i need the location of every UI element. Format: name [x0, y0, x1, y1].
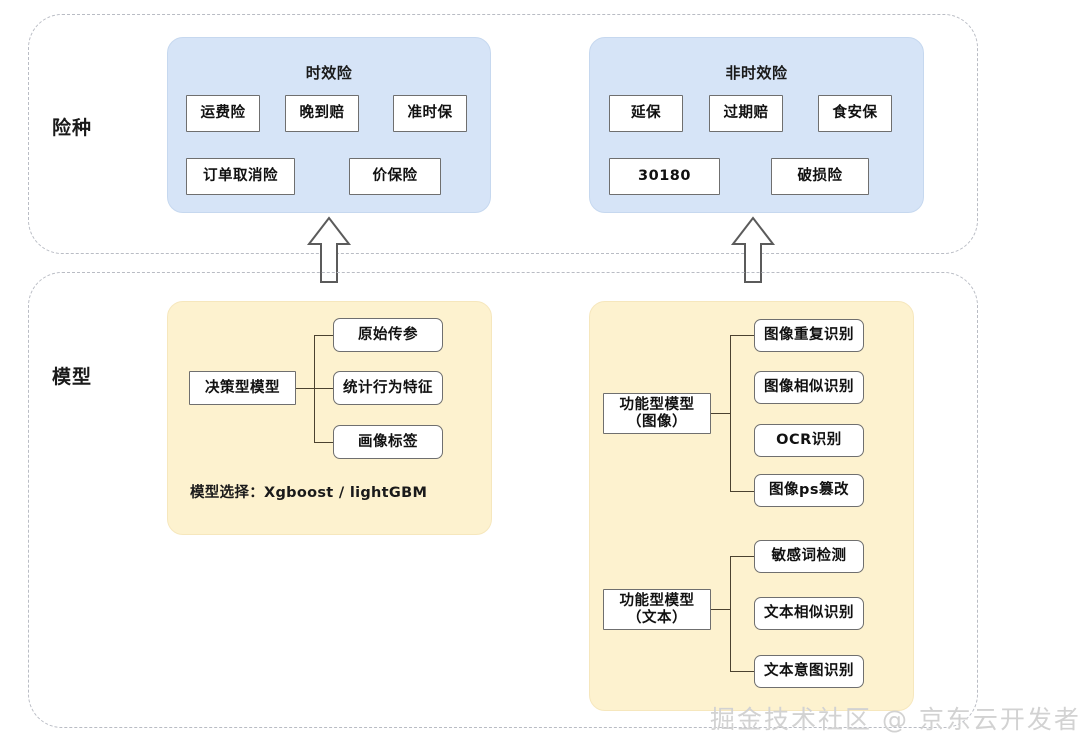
insurance-item-30180[interactable]: 30180 [609, 158, 720, 195]
insurance-item-yunfeixian[interactable]: 运费险 [186, 95, 260, 132]
insurance-item-yanbao[interactable]: 延保 [609, 95, 683, 132]
decision-bracket-branch-0 [314, 335, 333, 336]
arrow-up-left [306, 216, 352, 283]
decision-child-profile-tags[interactable]: 画像标签 [333, 425, 443, 459]
insurance-item-shianbao[interactable]: 食安保 [818, 95, 892, 132]
arrow-up-right [730, 216, 776, 283]
insurance-item-wandaopei[interactable]: 晚到赔 [285, 95, 359, 132]
text-bracket-branch-2 [730, 671, 754, 672]
image-bracket-stem [711, 413, 730, 414]
insurance-item-guoqipei[interactable]: 过期赔 [709, 95, 783, 132]
panel-functional-model [589, 301, 914, 711]
image-bracket-spine [730, 335, 731, 491]
watermark-text: 掘金技术社区 @ 京东云开发者 [710, 705, 1080, 734]
decision-model-note: 模型选择：Xgboost / lightGBM [190, 485, 428, 501]
insurance-item-posunxian[interactable]: 破损险 [771, 158, 869, 195]
functional-image-model-root[interactable]: 功能型模型 （图像） [603, 393, 711, 434]
lane-label-insurance: 险种 [52, 117, 93, 139]
image-bracket-branch-3 [730, 491, 754, 492]
decision-child-raw-params[interactable]: 原始传参 [333, 318, 443, 352]
text-child-sensitive-word[interactable]: 敏感词检测 [754, 540, 864, 573]
decision-bracket-branch-1 [314, 388, 333, 389]
image-child-similarity-detect[interactable]: 图像相似识别 [754, 371, 864, 404]
insurance-item-dingdanquxiaoxian[interactable]: 订单取消险 [186, 158, 295, 195]
functional-text-model-root-line2: （文本） [627, 609, 687, 626]
text-bracket-stem [711, 609, 730, 610]
text-bracket-branch-0 [730, 556, 754, 557]
functional-text-model-root-line1: 功能型模型 [619, 592, 695, 609]
image-child-ps-tamper[interactable]: 图像ps篡改 [754, 474, 864, 507]
decision-model-root[interactable]: 决策型模型 [189, 371, 296, 405]
decision-bracket-branch-2 [314, 442, 333, 443]
lane-label-model: 模型 [52, 366, 93, 388]
lane-model [28, 272, 978, 728]
lane-insurance [28, 14, 978, 254]
functional-image-model-root-line2: （图像） [627, 413, 687, 430]
decision-bracket-stem [296, 388, 314, 389]
insurance-item-zhunshibao[interactable]: 准时保 [393, 95, 467, 132]
text-bracket-spine [730, 556, 731, 671]
image-child-duplicate-detect[interactable]: 图像重复识别 [754, 319, 864, 352]
panel-title-timely: 时效险 [305, 64, 353, 82]
image-bracket-branch-0 [730, 335, 754, 336]
text-child-intent-detect[interactable]: 文本意图识别 [754, 655, 864, 688]
insurance-item-jiabaoxian[interactable]: 价保险 [349, 158, 441, 195]
functional-text-model-root[interactable]: 功能型模型 （文本） [603, 589, 711, 630]
image-child-ocr[interactable]: OCR识别 [754, 424, 864, 457]
functional-image-model-root-line1: 功能型模型 [619, 396, 695, 413]
decision-child-behavior-features[interactable]: 统计行为特征 [333, 371, 443, 405]
text-child-similarity-detect[interactable]: 文本相似识别 [754, 597, 864, 630]
panel-title-non-timely: 非时效险 [725, 64, 788, 82]
